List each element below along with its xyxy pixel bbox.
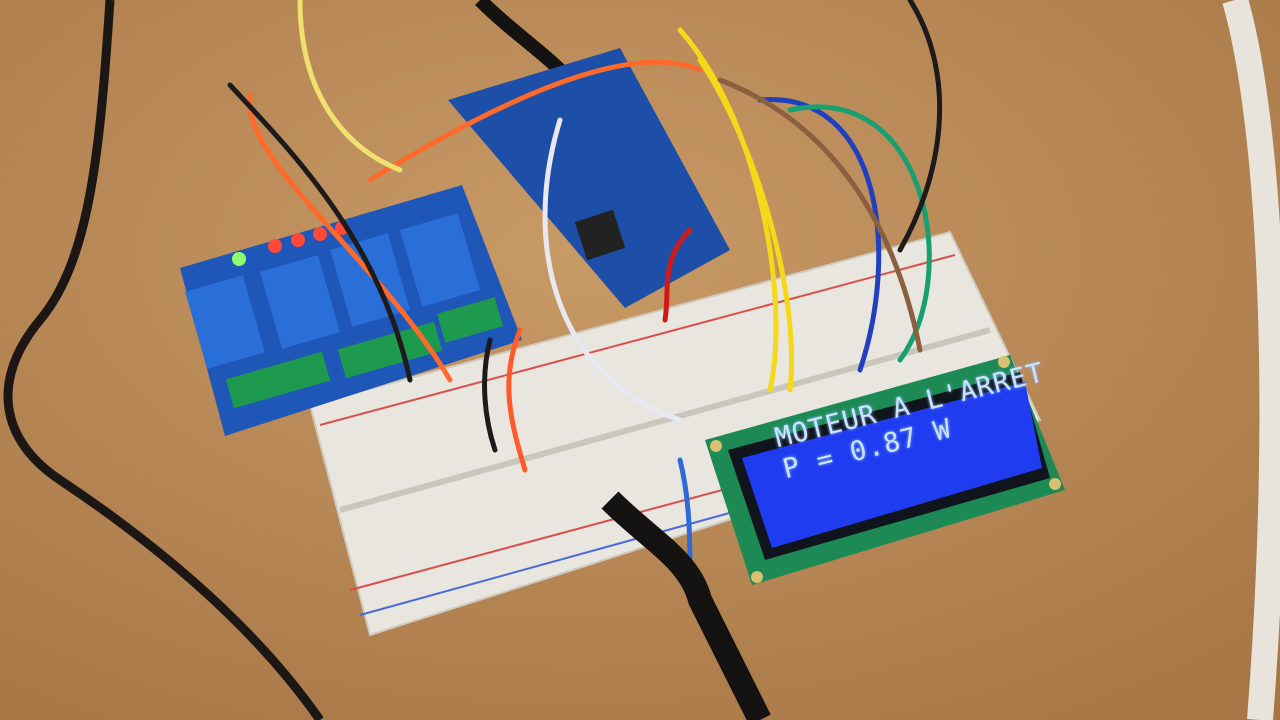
lcd-mount-holes <box>710 356 1061 583</box>
breadboard <box>308 230 1042 637</box>
black-cable-left <box>3 0 324 720</box>
breadboard-rail-red-top <box>319 254 956 426</box>
led-green <box>232 252 246 266</box>
lcd-screen <box>742 382 1042 548</box>
white-tube <box>1222 0 1280 720</box>
led-red-row <box>268 221 349 253</box>
arduino-chip <box>574 209 626 261</box>
relay-terminals <box>225 297 503 409</box>
breadboard-channel <box>339 327 991 513</box>
relays <box>185 213 480 369</box>
audio-jack-cable <box>601 491 771 720</box>
jumper-wires <box>227 0 943 583</box>
arduino-board <box>448 48 730 308</box>
usb-cable <box>475 0 565 75</box>
